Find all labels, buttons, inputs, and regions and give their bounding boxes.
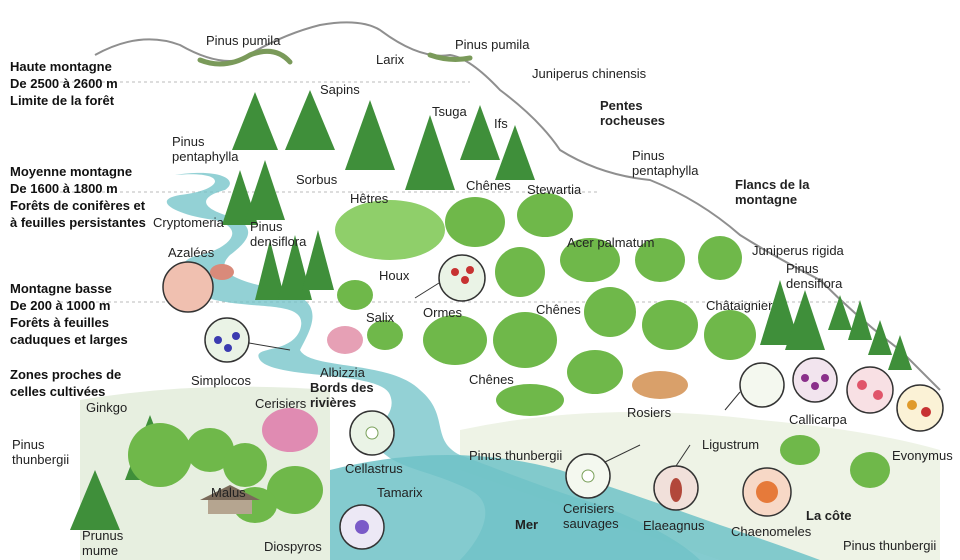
label-prunus-mume: Prunus mume — [82, 528, 124, 558]
label-chenes: Chênes — [466, 178, 511, 193]
region-rocky-slopes: Pentes rocheuses — [600, 98, 666, 128]
label-tsuga: Tsuga — [432, 104, 467, 119]
region-sea: Mer — [515, 517, 539, 532]
label-pinus-pentaphylla: Pinus pentaphylla — [172, 134, 239, 164]
label-stewartia: Stewartia — [527, 182, 582, 197]
label-simplocos: Simplocos — [191, 373, 251, 388]
alpine-vegetation — [427, 52, 473, 62]
label-pinus-thunbergii: Pinus thunbergii — [469, 448, 563, 463]
label-sapins: Sapins — [320, 82, 360, 97]
label-pinus-pumila: Pinus pumila — [455, 37, 530, 52]
label-sorbus: Sorbus — [296, 172, 338, 187]
label-chataignier: Châtaignier — [706, 298, 773, 313]
label-ligustrum: Ligustrum — [702, 437, 760, 452]
label-pinus-pentaphylla: Pinus pentaphylla — [632, 148, 699, 178]
label-chaenomeles: Chaenomeles — [731, 524, 812, 539]
label-cerisiers: Cerisiers — [255, 396, 307, 411]
zone-middle-mountain: Moyenne montagne De 1600 à 1800 m Forêts… — [10, 164, 146, 230]
label-pinus-thunbergii: Pinus thunbergii — [12, 437, 70, 467]
alpine-vegetation — [197, 48, 293, 67]
region-coast: La côte — [806, 508, 852, 523]
shrine-roof — [200, 485, 260, 500]
label-evonymus: Evonymus — [892, 448, 953, 463]
label-juniperus-chinensis: Juniperus chinensis — [532, 66, 647, 81]
region-mountain-flanks: Flancs de la montagne — [735, 177, 810, 207]
label-chenes: Chênes — [469, 372, 514, 387]
zone-cultivated-areas: Zones proches de celles cultivées — [10, 367, 122, 399]
label-juniperus-rigida: Juniperus rigida — [752, 243, 844, 258]
label-cellastrus: Cellastrus — [345, 461, 403, 476]
label-azalees: Azalées — [168, 245, 215, 260]
albizzia-tree — [327, 326, 363, 354]
label-cerisiers-sauvages: Cerisiers sauvages — [563, 501, 619, 531]
label-ginkgo: Ginkgo — [86, 400, 128, 415]
terrain — [460, 412, 940, 560]
sea — [330, 455, 820, 560]
shrine-wall — [208, 500, 252, 514]
label-salix: Salix — [366, 310, 395, 325]
label-houx: Houx — [379, 268, 410, 283]
azalea-bush — [210, 264, 234, 280]
label-cryptomeria: Cryptomeria — [153, 215, 224, 230]
label-pinus-densiflora: Pinus densiflora — [250, 219, 307, 249]
rosier-bush — [632, 371, 688, 399]
label-hetres: Hêtres — [350, 191, 389, 206]
label-pinus-thunbergii: Pinus thunbergii — [843, 538, 937, 553]
label-elaeagnus: Elaeagnus — [643, 518, 705, 533]
leader-lines — [248, 282, 741, 467]
broadleaf-group — [128, 193, 890, 523]
zone-high-mountain: Haute montagne De 2500 à 2600 m Limite d… — [10, 59, 118, 108]
label-rosiers: Rosiers — [627, 405, 672, 420]
label-acer-palmatum: Acer palmatum — [567, 235, 655, 250]
label-larix: Larix — [376, 52, 405, 67]
conifer-group — [70, 90, 912, 530]
beech-tree — [335, 200, 445, 260]
label-chenes: Chênes — [536, 302, 581, 317]
label-pinus-densiflora: Pinus densiflora — [786, 261, 843, 291]
label-ifs: Ifs — [494, 116, 508, 131]
region-river-banks: Bords des rivières — [310, 380, 374, 410]
label-tamarix: Tamarix — [377, 485, 423, 500]
label-diospyros: Diospyros — [264, 539, 322, 554]
river — [166, 172, 700, 560]
cherry-tree — [262, 408, 318, 452]
zone-low-mountain: Montagne basse De 200 à 1000 m Forêts à … — [10, 281, 128, 347]
label-malus: Malus — [211, 485, 246, 500]
label-ormes: Ormes — [423, 305, 462, 320]
label-albizzia: Albizzia — [320, 365, 365, 380]
label-callicarpa: Callicarpa — [789, 412, 847, 427]
label-pinus-pumila: Pinus pumila — [206, 33, 281, 48]
berries — [214, 266, 931, 534]
